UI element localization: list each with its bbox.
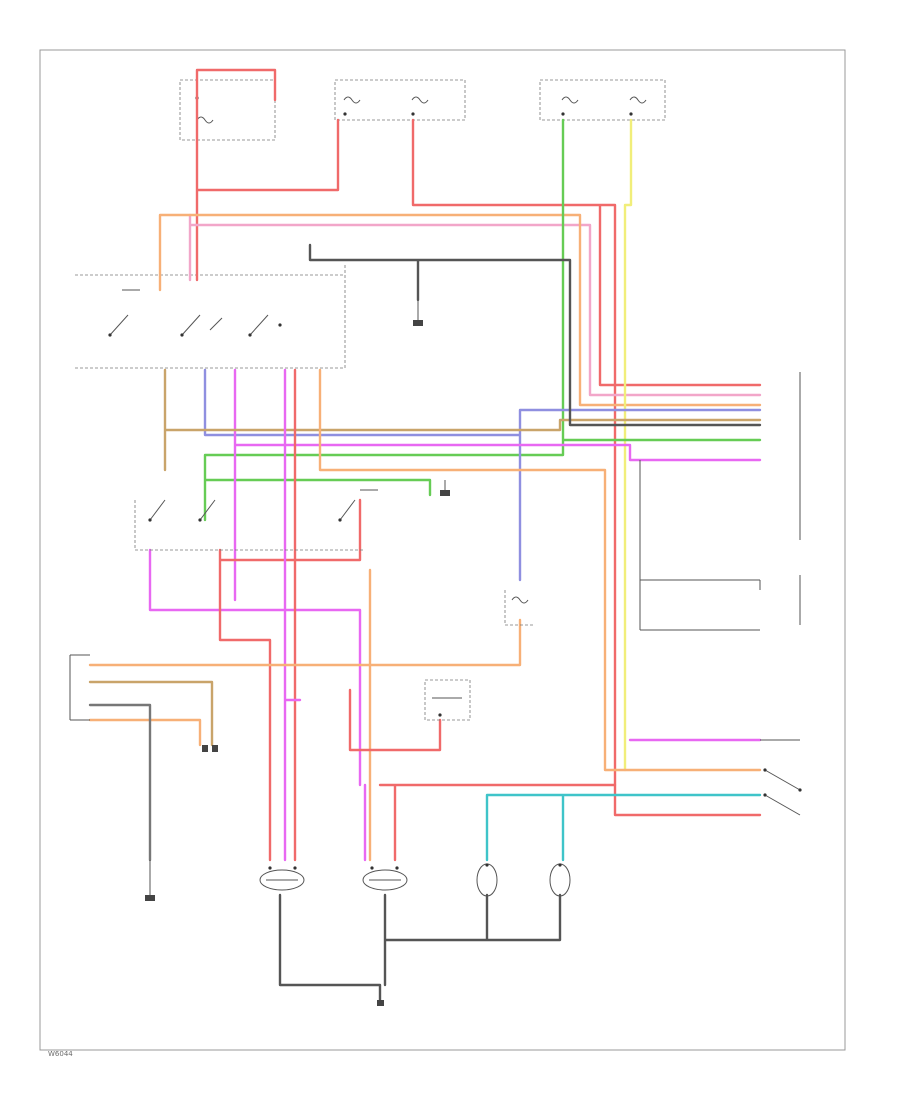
left-indicator bbox=[476, 863, 498, 897]
wire-left-black bbox=[88, 703, 152, 862]
diagram-border bbox=[39, 49, 846, 1051]
ground-symbol-4 bbox=[377, 1000, 384, 1006]
wire-red-right bbox=[378, 783, 617, 862]
wire-orange bbox=[158, 213, 762, 407]
wire-magenta bbox=[148, 368, 762, 787]
wire-left-tan bbox=[88, 680, 214, 747]
wire-red-relay bbox=[348, 688, 442, 752]
wire-red-main bbox=[411, 118, 762, 817]
relay-fuse bbox=[504, 590, 535, 626]
wire-orange-relay bbox=[88, 618, 522, 667]
wire-green bbox=[203, 118, 762, 522]
top-fuse-area bbox=[179, 79, 666, 141]
wire-yellow bbox=[623, 118, 633, 772]
daytime-relay bbox=[424, 679, 471, 721]
wire-tan bbox=[163, 368, 762, 472]
wire-ground-bottom bbox=[278, 893, 562, 1002]
wire-orange-right bbox=[318, 368, 762, 862]
wire-red-feed bbox=[195, 68, 340, 282]
right-indicator bbox=[549, 863, 571, 897]
wire-blue bbox=[203, 368, 762, 582]
dimmer-switch bbox=[134, 489, 378, 551]
wire-red-down bbox=[218, 368, 362, 862]
wire-left-orange2 bbox=[88, 718, 202, 747]
ground-symbol-3 bbox=[145, 860, 155, 901]
page-code: W6044 bbox=[48, 1050, 73, 1058]
ground-symbol-2 bbox=[440, 480, 450, 496]
left-headlamp bbox=[259, 866, 305, 891]
headlight-switch bbox=[75, 265, 346, 369]
wire-pink bbox=[188, 213, 762, 397]
wire-black bbox=[308, 243, 762, 427]
wire-teal bbox=[485, 793, 762, 862]
wire-magenta-down bbox=[283, 368, 302, 862]
left-connector bbox=[69, 654, 90, 721]
right-connectors bbox=[639, 372, 802, 816]
ground-pair bbox=[202, 745, 218, 752]
right-headlamp bbox=[362, 866, 408, 891]
ground-symbol-1 bbox=[413, 300, 423, 326]
